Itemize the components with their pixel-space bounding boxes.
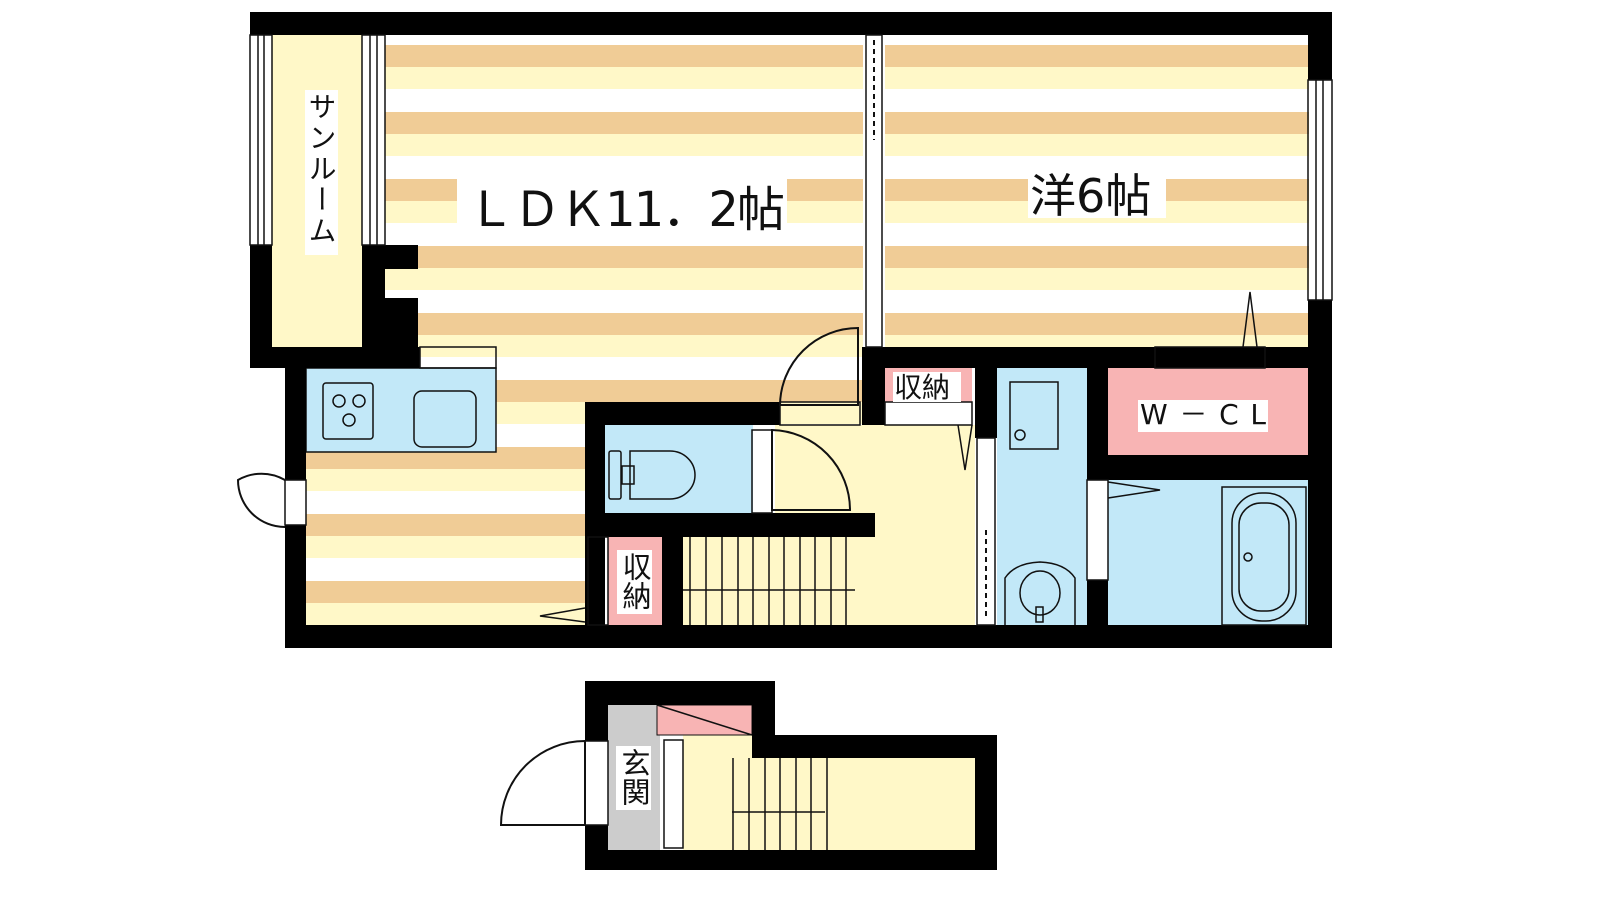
- floors: [272, 35, 1309, 850]
- door-swing: [771, 428, 852, 511]
- ldk-label: ＬＤＫ11．2帖: [467, 182, 785, 238]
- entrance-label: 玄関: [617, 748, 651, 806]
- walls: [250, 12, 1332, 870]
- washer-icon: [1009, 381, 1059, 450]
- stairs-icon: [683, 537, 855, 625]
- storage-left-label: 収納: [618, 552, 652, 610]
- toilet-icon: [608, 450, 696, 500]
- wcl-door: [1154, 346, 1266, 369]
- stairs-icon: [732, 758, 828, 850]
- ldk-floor: [385, 35, 863, 427]
- bathtub-icon: [1221, 486, 1307, 626]
- western-room-label: 洋6帖: [1030, 169, 1151, 223]
- door-swing: [236, 472, 286, 528]
- toilet-floor: [605, 425, 753, 515]
- door-swing: [499, 739, 586, 826]
- windows: [249, 34, 1333, 849]
- washbasin-icon: [1004, 561, 1076, 625]
- kitchen-counter: [305, 367, 497, 453]
- sliding-door: [865, 34, 883, 348]
- storage-door: [884, 401, 973, 426]
- window: [249, 34, 273, 246]
- storage-top-label: 収納: [894, 371, 950, 404]
- window: [361, 34, 386, 246]
- door-swing: [778, 326, 859, 406]
- bath-floor: [1108, 480, 1308, 625]
- stove-icon: [322, 382, 374, 440]
- sink-icon: [413, 390, 477, 448]
- entrance-step: [663, 739, 684, 849]
- bath-door: [1086, 479, 1109, 581]
- sliding-door: [976, 437, 996, 626]
- fixtures: [322, 381, 1307, 850]
- storage-left-door: [587, 536, 609, 626]
- sunroom-label: サンルーム: [305, 92, 338, 247]
- window: [1307, 79, 1333, 301]
- doors: [236, 326, 861, 826]
- hood: [419, 346, 497, 369]
- washroom-floor: [997, 368, 1087, 625]
